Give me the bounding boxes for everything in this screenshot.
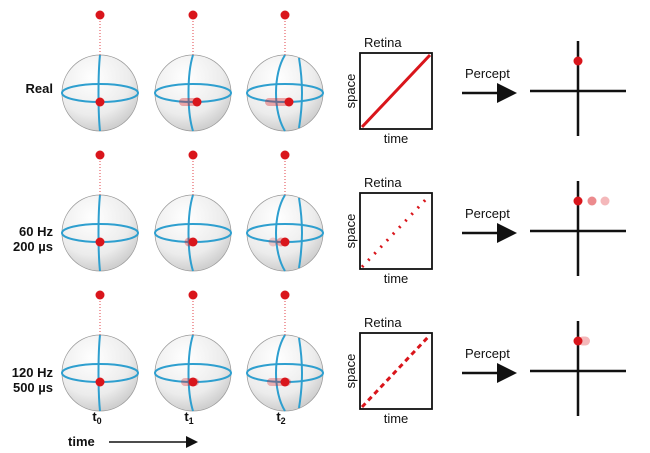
time-point-label-0: t0 xyxy=(92,409,101,426)
time-point-label-2: t2 xyxy=(276,409,285,426)
percept-ghost-dot xyxy=(600,196,610,206)
globe xyxy=(61,150,139,272)
globe xyxy=(154,10,232,132)
retinal-image-dot xyxy=(188,377,198,387)
globe xyxy=(246,10,324,132)
eye-sphere xyxy=(154,194,232,272)
percept-dot xyxy=(573,336,583,346)
row-label-60hz-line2: 200 µs xyxy=(13,239,53,254)
retina-ylabel: space xyxy=(343,74,358,109)
retinal-image-dot xyxy=(95,97,105,107)
meridian-line xyxy=(187,194,194,272)
percept-panel: Percept xyxy=(462,41,626,136)
stimulus-dot xyxy=(95,10,105,20)
retina-panel: Retina time space xyxy=(343,175,433,286)
globe xyxy=(154,150,232,272)
retinal-image-dot xyxy=(95,237,105,247)
retinal-image-dot xyxy=(284,97,294,107)
retina-ylabel: space xyxy=(343,214,358,249)
retina-xlabel: time xyxy=(384,131,409,146)
meridian-line-2 xyxy=(298,337,303,409)
eye-sphere xyxy=(246,54,324,132)
time-point-label-1: t1 xyxy=(184,409,193,426)
time-axis-label: time xyxy=(68,434,95,449)
stimulus-dot xyxy=(95,290,105,300)
retina-xlabel: time xyxy=(384,271,409,286)
percept-ghost-dot xyxy=(587,196,597,206)
retinal-image-dot xyxy=(280,377,290,387)
meridian-line-2 xyxy=(298,197,303,269)
retinal-image-dot xyxy=(188,237,198,247)
retina-title: Retina xyxy=(364,35,402,50)
globe xyxy=(246,150,324,272)
retinal-image-dot xyxy=(95,377,105,387)
stimulus-dot xyxy=(280,290,290,300)
retina-trace xyxy=(360,193,432,269)
meridian-line xyxy=(187,334,194,412)
percept-label: Percept xyxy=(465,66,510,81)
motion-trace xyxy=(265,98,291,106)
retina-panel: Retina time space xyxy=(343,315,433,426)
afterimage-dot xyxy=(268,237,278,247)
percept-panel: Percept xyxy=(462,321,626,416)
row-label-60hz-line1: 60 Hz xyxy=(19,224,53,239)
globe xyxy=(61,10,139,132)
meridian-line xyxy=(187,54,194,132)
retina-trace xyxy=(360,53,432,129)
eye-sphere xyxy=(246,194,324,272)
retina-panel: Retina time space xyxy=(343,35,433,146)
stimulus-dot xyxy=(188,150,198,160)
percept-label: Percept xyxy=(465,346,510,361)
stimulus-dot xyxy=(95,150,105,160)
meridian-line xyxy=(275,334,286,412)
retina-box xyxy=(359,192,433,270)
eye-sphere xyxy=(154,334,232,412)
globe xyxy=(61,290,139,412)
stimulus-dot xyxy=(280,10,290,20)
retina-xlabel: time xyxy=(384,411,409,426)
stimulus-dot xyxy=(188,290,198,300)
retina-ylabel: space xyxy=(343,354,358,389)
meridian-line xyxy=(275,194,286,272)
row-label-120hz-line1: 120 Hz xyxy=(12,365,54,380)
retinal-image-dot xyxy=(280,237,290,247)
eye-sphere xyxy=(246,334,324,412)
eye-sphere xyxy=(154,54,232,132)
retina-title: Retina xyxy=(364,315,402,330)
meridian-line xyxy=(97,54,101,132)
row-label-120hz-line2: 500 µs xyxy=(13,380,53,395)
percept-panel: Percept xyxy=(462,181,626,276)
meridian-line xyxy=(275,54,286,132)
globe xyxy=(154,290,232,412)
retina-trace xyxy=(360,333,432,409)
retina-panels-group: RetinatimespaceRetinatimespaceRetinatime… xyxy=(343,35,433,426)
spheres-group xyxy=(61,10,324,412)
percept-dot xyxy=(573,196,583,206)
row-label-real: Real xyxy=(26,81,53,96)
stimulus-dot xyxy=(280,150,290,160)
meridian-line-2 xyxy=(298,57,303,129)
meridian-line xyxy=(97,334,101,412)
percept-label: Percept xyxy=(465,206,510,221)
retinal-image-dot xyxy=(192,97,202,107)
stimulus-dot xyxy=(188,10,198,20)
globe xyxy=(246,290,324,412)
meridian-line xyxy=(97,194,101,272)
retina-title: Retina xyxy=(364,175,402,190)
percept-dot xyxy=(573,56,583,66)
